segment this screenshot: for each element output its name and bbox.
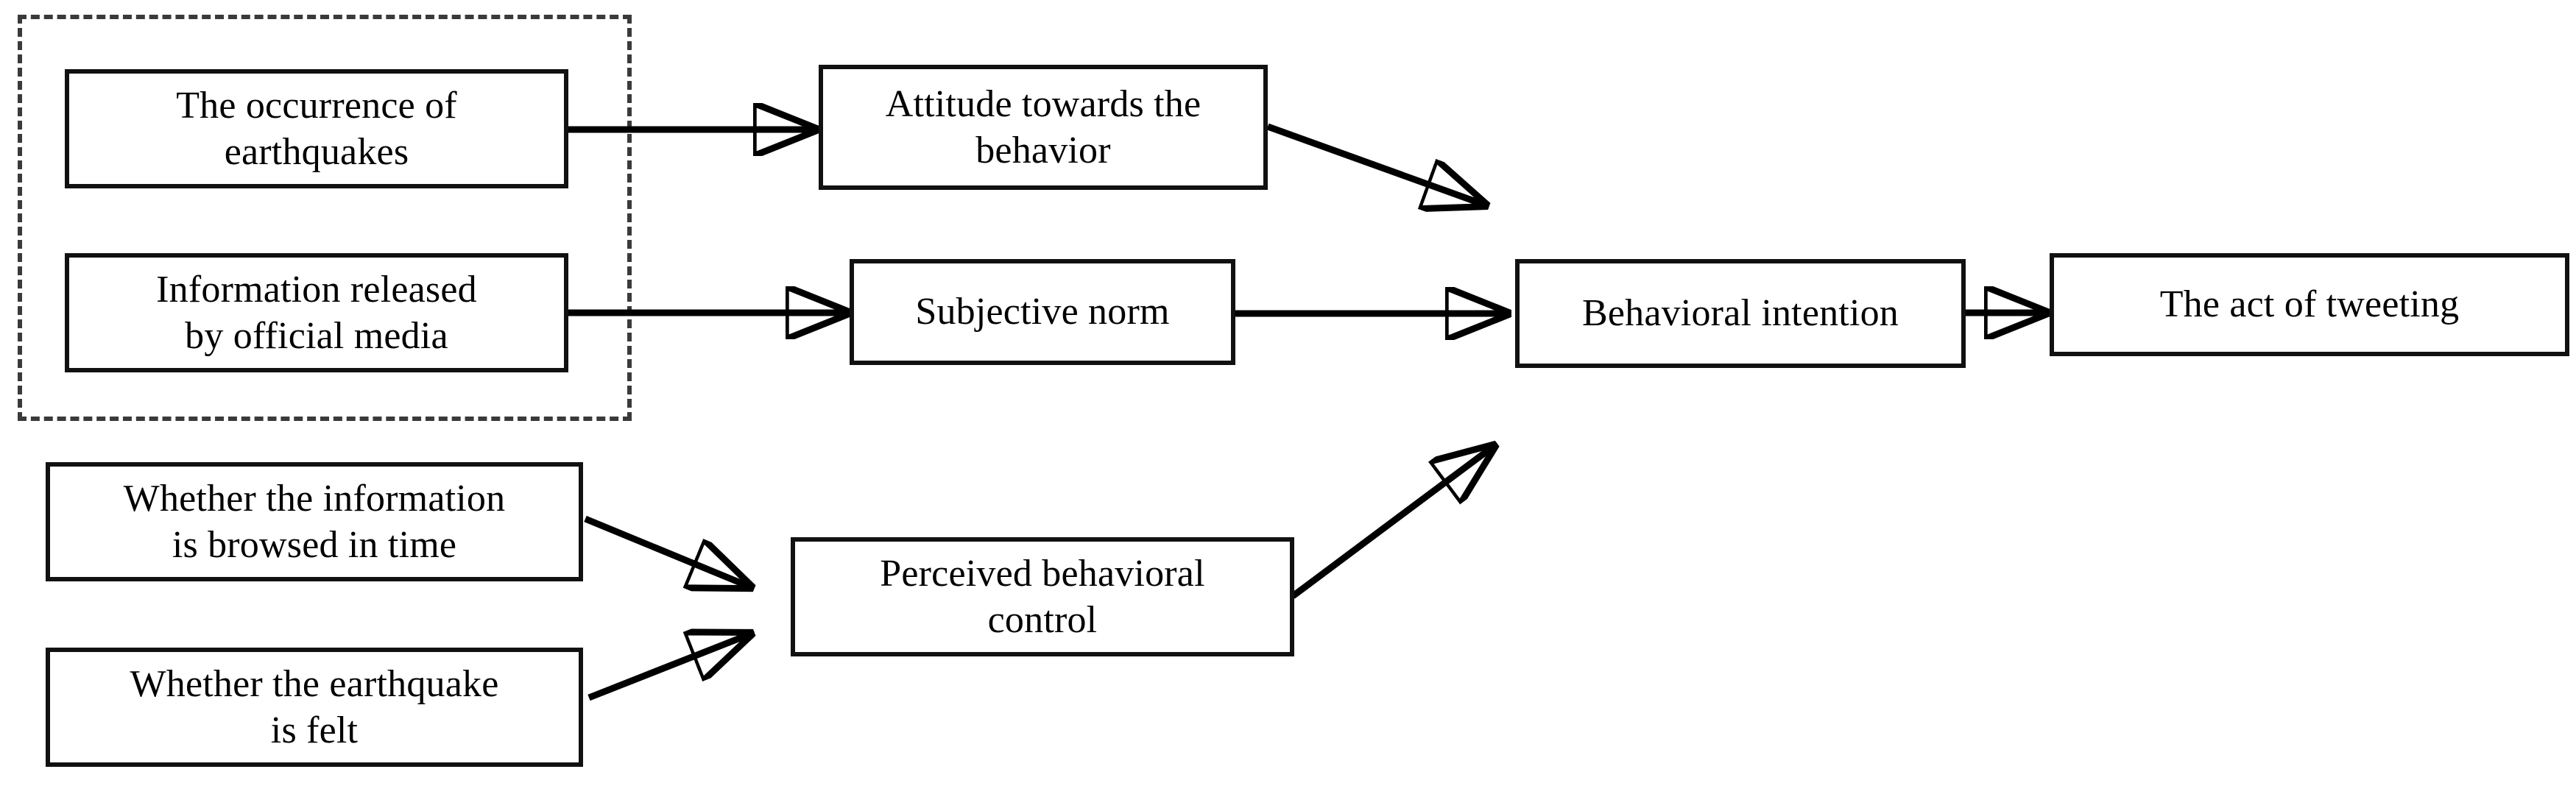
edge-earthquake-felt-to-control — [587, 634, 749, 701]
node-label: Whether the earthquake is felt — [130, 662, 499, 751]
node-attitude-towards-the-behavior[interactable]: Attitude towards the behavior — [819, 65, 1268, 190]
node-perceived-behavioral-control[interactable]: Perceived behavioral control — [791, 537, 1294, 656]
node-occurrence-of-earthquakes[interactable]: The occurrence of earthquakes — [65, 69, 568, 188]
node-label: Perceived behavioral control — [880, 552, 1205, 641]
node-label: The act of tweeting — [2159, 283, 2460, 326]
node-whether-the-earthquake-is-felt[interactable]: Whether the earthquake is felt — [46, 648, 583, 767]
node-information-released-by-official-media[interactable]: Information released by official media — [65, 253, 568, 372]
node-label: Attitude towards the behavior — [885, 82, 1201, 171]
node-the-act-of-tweeting[interactable]: The act of tweeting — [2050, 253, 2569, 356]
edge-attitude-to-intention — [1266, 123, 1484, 205]
node-behavioral-intention[interactable]: Behavioral intention — [1515, 259, 1966, 368]
node-label: Subjective norm — [915, 291, 1170, 333]
node-label: Whether the information is browsed in ti… — [123, 477, 506, 566]
node-label: The occurrence of earthquakes — [176, 84, 457, 173]
edge-browsed-in-time-to-control — [584, 515, 749, 587]
node-subjective-norm[interactable]: Subjective norm — [850, 259, 1235, 365]
node-label: Behavioral intention — [1581, 292, 1899, 335]
edge-control-to-intention — [1291, 447, 1493, 599]
node-label: Information released by official media — [156, 268, 477, 357]
node-whether-the-information-is-browsed-in-time[interactable]: Whether the information is browsed in ti… — [46, 462, 583, 581]
